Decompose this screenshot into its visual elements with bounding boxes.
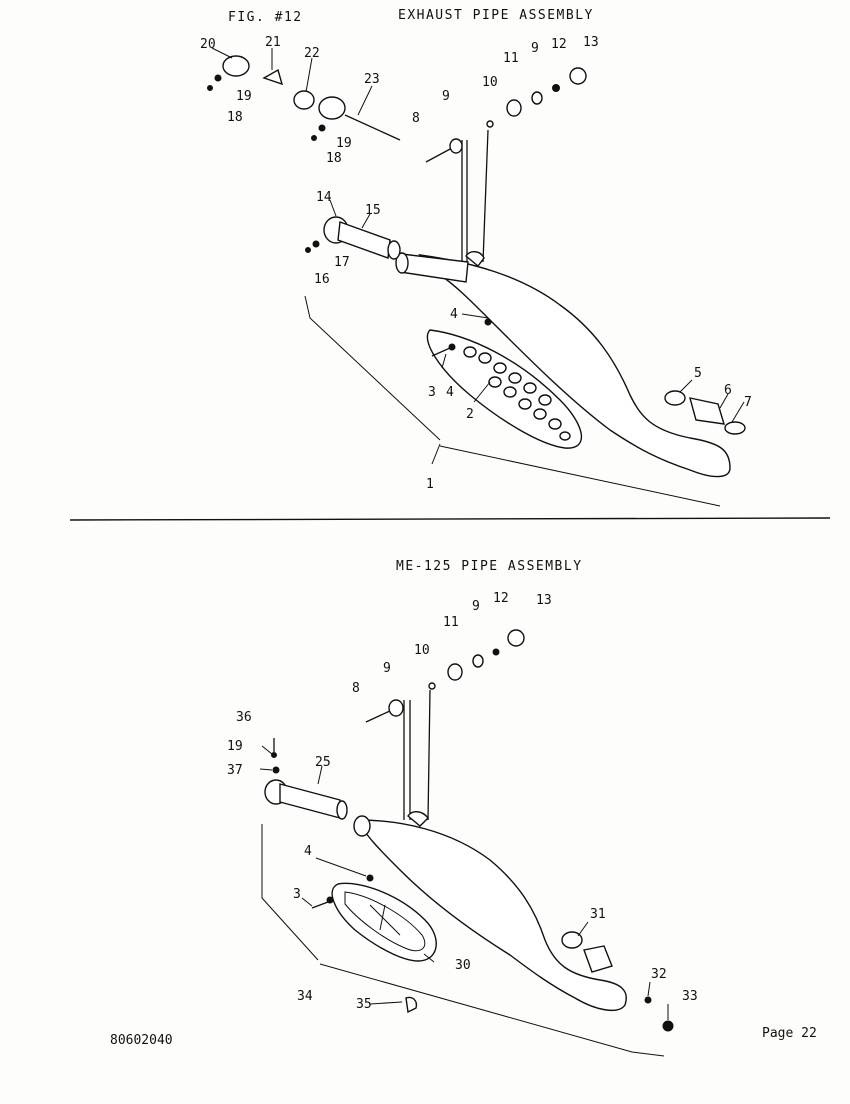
callout-2: 2 bbox=[466, 407, 474, 422]
callout-19-b: 19 bbox=[227, 739, 243, 754]
callout-8-b: 8 bbox=[352, 681, 360, 696]
callout-21: 21 bbox=[265, 35, 281, 50]
callout-11: 11 bbox=[503, 51, 519, 66]
callout-4-b: 4 bbox=[304, 844, 312, 859]
callout-3-b: 3 bbox=[293, 887, 301, 902]
callout-9b: 9 bbox=[531, 41, 539, 56]
callout-20: 20 bbox=[200, 37, 216, 52]
callout-13-b: 13 bbox=[536, 593, 552, 608]
callout-22: 22 bbox=[304, 46, 320, 61]
callout-13: 13 bbox=[583, 35, 599, 50]
callout-23: 23 bbox=[364, 72, 380, 87]
callout-5: 5 bbox=[694, 366, 702, 381]
callout-32: 32 bbox=[651, 967, 667, 982]
bottom-exhaust-assembly-drawing bbox=[259, 629, 674, 1057]
callout-4: 4 bbox=[450, 307, 458, 322]
callout-31: 31 bbox=[590, 907, 606, 922]
callout-3: 3 bbox=[428, 385, 436, 400]
section-divider bbox=[69, 517, 831, 521]
callout-33: 33 bbox=[682, 989, 698, 1004]
callout-11-b: 11 bbox=[443, 615, 459, 630]
callout-16: 16 bbox=[314, 272, 330, 287]
top-callouts: 20 21 22 23 19 18 19 18 8 9 10 11 9 12 1… bbox=[200, 35, 752, 492]
bottom-assembly-title: ME-125 PIPE ASSEMBLY bbox=[396, 559, 583, 574]
callout-12-b: 12 bbox=[493, 591, 509, 606]
callout-37: 37 bbox=[227, 763, 243, 778]
callout-19b: 19 bbox=[336, 136, 352, 151]
top-assembly-title: EXHAUST PIPE ASSEMBLY bbox=[398, 8, 594, 23]
callout-18b: 18 bbox=[326, 151, 342, 166]
page-number: Page 22 bbox=[762, 1026, 817, 1041]
callout-12: 12 bbox=[551, 37, 567, 52]
callout-6: 6 bbox=[724, 383, 732, 398]
callout-4b: 4 bbox=[446, 385, 454, 400]
callout-19: 19 bbox=[236, 89, 252, 104]
callout-15: 15 bbox=[365, 203, 381, 218]
callout-36: 36 bbox=[236, 710, 252, 725]
callout-9: 9 bbox=[442, 89, 450, 104]
callout-14: 14 bbox=[316, 190, 332, 205]
callout-8: 8 bbox=[412, 111, 420, 126]
document-number: 80602040 bbox=[110, 1033, 173, 1048]
callout-34: 34 bbox=[297, 989, 313, 1004]
callout-17: 17 bbox=[334, 255, 350, 270]
callout-9c-b: 9 bbox=[472, 599, 480, 614]
callout-10: 10 bbox=[482, 75, 498, 90]
callout-9-b: 9 bbox=[383, 661, 391, 676]
callout-7: 7 bbox=[744, 395, 752, 410]
bottom-callouts: 8 9 10 11 9 12 13 36 19 37 25 4 3 30 31 … bbox=[227, 591, 698, 1012]
callout-10-b: 10 bbox=[414, 643, 430, 658]
callout-18: 18 bbox=[227, 110, 243, 125]
callout-25: 25 bbox=[315, 755, 331, 770]
figure-number: FIG. #12 bbox=[228, 10, 303, 25]
top-exhaust-assembly-drawing bbox=[207, 47, 746, 507]
callout-30: 30 bbox=[455, 958, 471, 973]
callout-35: 35 bbox=[356, 997, 372, 1012]
heat-shield-holes bbox=[463, 346, 571, 441]
callout-1: 1 bbox=[426, 477, 434, 492]
